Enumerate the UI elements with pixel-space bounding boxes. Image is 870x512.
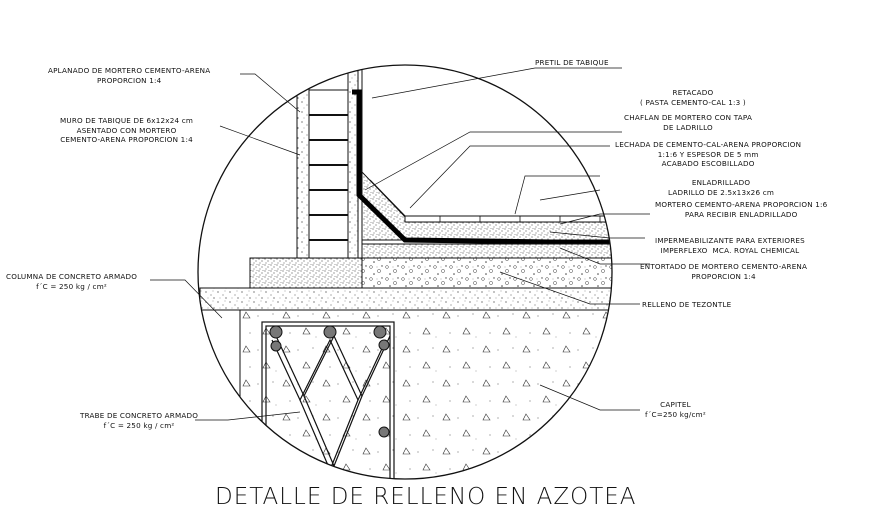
label-impermeabilizante: IMPERMEABILIZANTE PARA EXTERIORES IMPERF… — [655, 236, 805, 255]
wall-base — [249, 257, 366, 289]
section-detail — [199, 65, 612, 479]
label-pretil: PRETIL DE TABIQUE — [535, 58, 609, 67]
entortado-layer — [361, 243, 612, 259]
label-chaflan: CHAFLAN DE MORTERO CON TAPA DE LADRILLO — [624, 113, 753, 132]
label-muro: MURO DE TABIQUE DE 6x12x24 cm ASENTADO C… — [60, 116, 194, 145]
roof-slab — [199, 287, 612, 311]
label-columna: COLUMNA DE CONCRETO ARMADO f´C = 250 kg … — [6, 272, 138, 291]
drawing-title: DETALLE DE RELLENO EN AZOTEA — [215, 484, 637, 510]
label-retacado: RETACADO ( PASTA CEMENTO-CAL 1:3 ) — [640, 88, 746, 107]
leader-lines — [150, 67, 650, 421]
label-enladrillado: ENLADRILLADO LADRILLO DE 2.5x13x26 cm — [668, 178, 775, 197]
tezontle-fill — [361, 257, 612, 289]
label-entortado: ENTORTADO DE MORTERO CEMENTO-ARENA PROPO… — [640, 262, 808, 281]
chaflan-mortar — [361, 170, 612, 241]
label-aplanado: APLANADO DE MORTERO CEMENTO-ARENA PROPOR… — [48, 66, 211, 85]
brick-tiles — [369, 179, 612, 223]
waterproofing-layer — [352, 89, 612, 246]
label-lechada: LECHADA DE CEMENTO-CAL-ARENA PROPORCION … — [615, 140, 802, 169]
detail-circle — [197, 64, 613, 480]
brick-wall — [296, 65, 363, 259]
label-mortero-enladrillado: MORTERO CEMENTO-ARENA PROPORCION 1:6 PAR… — [655, 200, 828, 219]
label-relleno: RELLENO DE TEZONTLE — [642, 300, 732, 309]
label-capitel: CAPITEL f´C=250 kg/cm² — [645, 400, 706, 419]
label-trabe: TRABE DE CONCRETO ARMADO f´C = 250 kg / … — [80, 411, 199, 430]
